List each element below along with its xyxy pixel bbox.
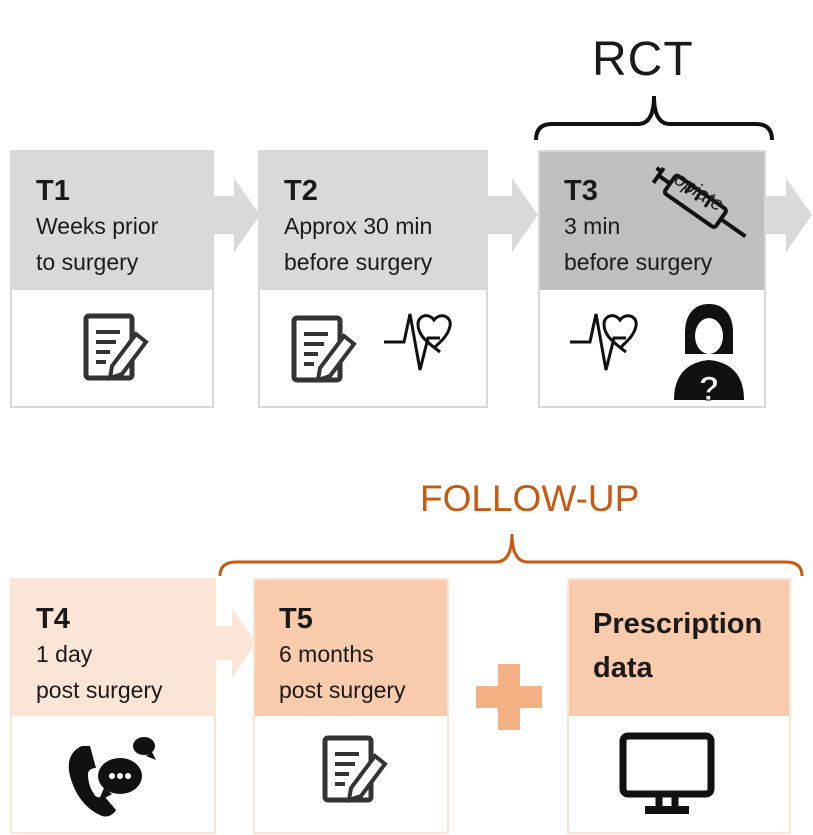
step-line: to surgery xyxy=(36,249,139,275)
plus-icon xyxy=(476,664,542,730)
arrow-right xyxy=(212,178,260,252)
step-line: post surgery xyxy=(279,677,406,703)
svg-text:?: ? xyxy=(699,370,720,404)
step-line: post surgery xyxy=(36,677,163,703)
rct-brace xyxy=(534,95,774,141)
questionnaire-icon xyxy=(321,734,391,806)
followup-brace xyxy=(218,533,804,577)
heart-rate-icon xyxy=(568,312,638,372)
step-id: T1 xyxy=(36,175,70,207)
step-t4: T4 1 day post surgery xyxy=(10,578,216,834)
rct-label: RCT xyxy=(592,33,694,86)
step-line: 6 months xyxy=(279,641,374,667)
step-line: Prescription xyxy=(593,608,763,640)
step-id: T4 xyxy=(36,603,70,635)
step-line: Approx 30 min xyxy=(284,213,433,239)
syringe-icon xyxy=(651,166,747,238)
prescription-data: Prescription data xyxy=(567,578,791,834)
arrow-right xyxy=(764,178,812,252)
heart-rate-icon xyxy=(382,312,452,372)
step-line: 3 min xyxy=(564,213,621,239)
arrow-right xyxy=(486,178,538,252)
step-id: T3 xyxy=(564,175,598,207)
step-line: data xyxy=(593,652,653,684)
questionnaire-icon xyxy=(290,314,360,386)
step-line: before surgery xyxy=(284,249,433,275)
step-id: T2 xyxy=(284,175,318,207)
phone-chat-icon xyxy=(68,737,156,817)
step-line: 1 day xyxy=(36,641,93,667)
step-t5: T5 6 months post surgery xyxy=(253,578,449,834)
followup-label: FOLLOW-UP xyxy=(420,478,640,519)
step-line: before surgery xyxy=(564,249,713,275)
step-line: Weeks prior xyxy=(36,213,159,239)
step-id: T5 xyxy=(279,603,313,635)
doctor-question-icon: ? xyxy=(674,304,744,404)
questionnaire-icon xyxy=(82,312,152,384)
arrow-right xyxy=(214,608,256,678)
computer-monitor-icon xyxy=(619,732,715,814)
